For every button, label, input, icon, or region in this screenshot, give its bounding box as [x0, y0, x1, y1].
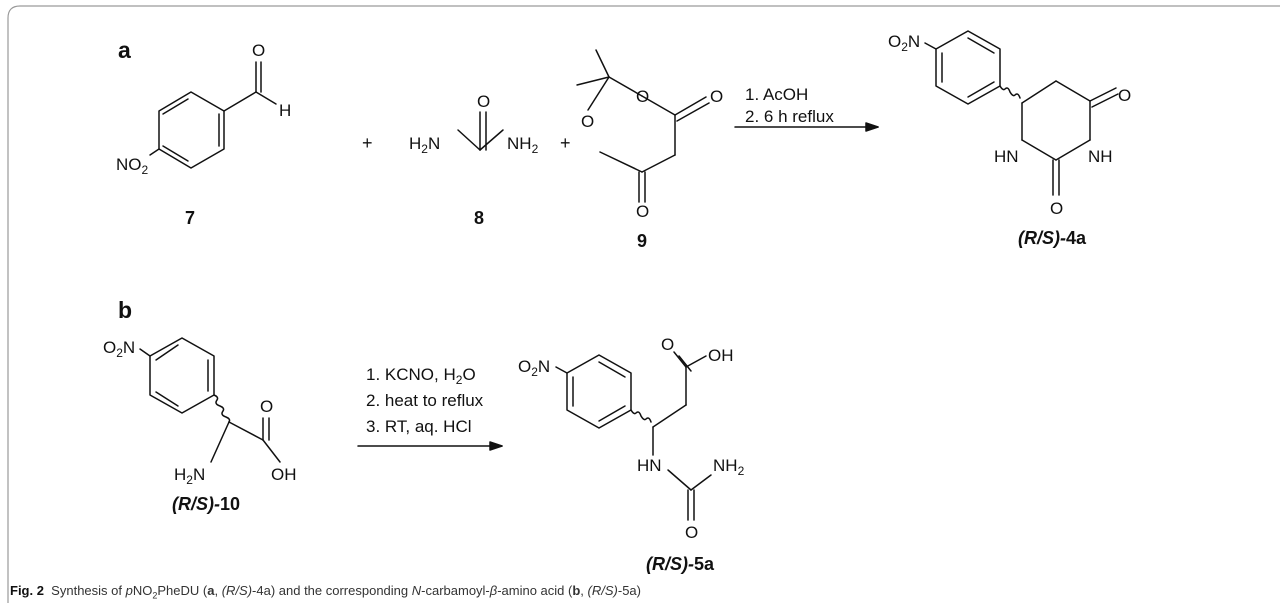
c8-carbonyl-o: O	[477, 92, 490, 111]
compound-9-structure	[576, 49, 710, 203]
c9-ring-o-left: O	[581, 112, 594, 131]
c7-aldehyde-h: H	[279, 101, 291, 120]
conditions-a-step-2: 2. 6 h reflux	[745, 107, 834, 126]
c10-acid-o: O	[260, 397, 273, 416]
conditions-a-step-1: 1. AcOH	[745, 85, 808, 104]
product-5a-structure	[555, 351, 712, 521]
p5a-carbonyl-o: O	[685, 523, 698, 542]
c10-amine: H2N	[174, 465, 205, 487]
c7-nitro: NO2	[116, 155, 149, 177]
p4a-carbonyl-o-bottom: O	[1050, 199, 1063, 218]
p5a-acid-o: O	[661, 335, 674, 354]
p5a-acid-oh: OH	[708, 346, 734, 365]
c9-carbonyl-o-right: O	[710, 87, 723, 106]
plus-sign-1: +	[362, 133, 373, 153]
p4a-carbonyl-o-right: O	[1118, 86, 1131, 105]
panel-label-a: a	[118, 37, 131, 63]
product-4a-structure	[924, 30, 1119, 196]
c9-carbonyl-o-bottom: O	[636, 202, 649, 221]
compound-10-label: (R/S)-10	[172, 494, 240, 514]
p5a-nh: HN	[637, 456, 662, 475]
panel-label-b: b	[118, 297, 132, 323]
product-5a-label: (R/S)-5a	[646, 554, 715, 574]
compound-10-structure	[139, 337, 281, 463]
conditions-b-step-2: 2. heat to reflux	[366, 391, 484, 410]
p4a-nitro: O2N	[888, 32, 920, 54]
conditions-b-step-1: 1. KCNO, H2O	[366, 365, 476, 387]
c8-left-amine: H2N	[409, 134, 440, 156]
p4a-nh-right: NH	[1088, 147, 1113, 166]
c10-acid-oh: OH	[271, 465, 297, 484]
c9-ring-o-top: O	[636, 87, 649, 106]
compound-7-number: 7	[185, 208, 195, 228]
conditions-b-step-3: 3. RT, aq. HCl	[366, 417, 472, 436]
compound-8-structure	[457, 111, 504, 151]
plus-sign-2: +	[560, 133, 571, 153]
c10-nitro: O2N	[103, 338, 135, 360]
p4a-nh-left: HN	[994, 147, 1019, 166]
c7-carbonyl-o: O	[252, 41, 265, 60]
figure-caption: Fig. 2 Synthesis of pNO2PheDU (a, (R/S)-…	[10, 583, 641, 601]
compound-7-structure	[149, 61, 277, 169]
compound-8-number: 8	[474, 208, 484, 228]
compound-9-number: 9	[637, 231, 647, 251]
figure-border	[7, 5, 1280, 603]
c8-right-amine: NH2	[507, 134, 539, 156]
product-4a-label: (R/S)-4a	[1018, 228, 1087, 248]
p5a-nh2: NH2	[713, 456, 745, 478]
p5a-nitro: O2N	[518, 357, 550, 379]
